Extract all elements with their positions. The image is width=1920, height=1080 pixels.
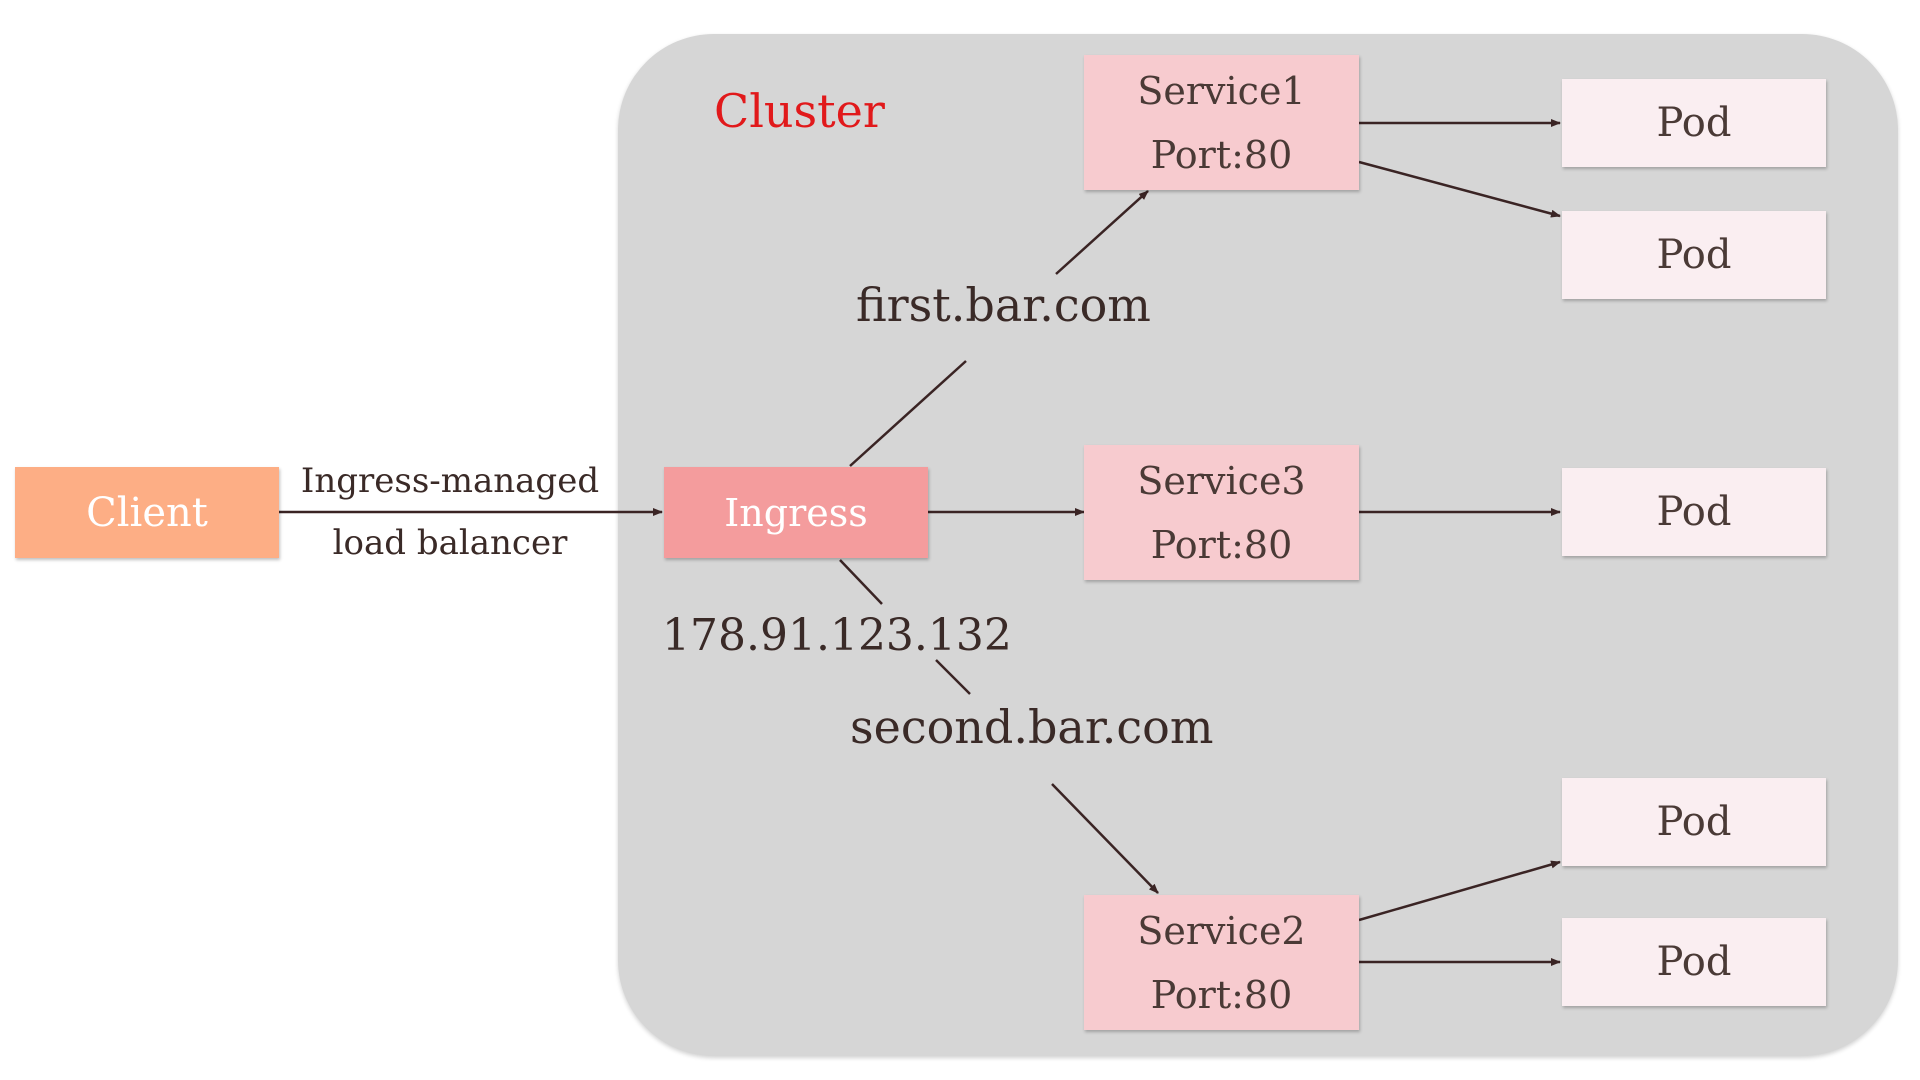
pod-label: Pod <box>1656 232 1732 278</box>
pod-label: Pod <box>1656 799 1732 845</box>
pod-label: Pod <box>1656 489 1732 535</box>
service1-port: Port:80 <box>1150 132 1293 177</box>
host-first-label: first.bar.com <box>856 278 1151 332</box>
load-balancer-label: Ingress-managed load balancer <box>300 450 600 574</box>
host-second-label: second.bar.com <box>850 700 1214 754</box>
pod-node: Pod <box>1562 79 1826 167</box>
cluster-title: Cluster <box>714 84 885 138</box>
edge-service1-pod2 <box>1358 160 1561 218</box>
ingress-node: Ingress <box>664 467 928 558</box>
service2-node: Service2 Port:80 <box>1084 895 1359 1030</box>
ingress-label: Ingress <box>724 490 868 535</box>
service2-port: Port:80 <box>1150 972 1293 1017</box>
client-label: Client <box>86 489 208 536</box>
edge-first-host-service1 <box>1055 190 1149 275</box>
edge-second-host-service2 <box>1051 783 1159 894</box>
edge-ingress-first-host <box>849 360 967 467</box>
service1-node: Service1 Port:80 <box>1084 55 1359 190</box>
pod-label: Pod <box>1656 100 1732 146</box>
edge-ip-second-host <box>935 659 971 695</box>
service2-name: Service2 <box>1137 908 1306 953</box>
pod-node: Pod <box>1562 211 1826 299</box>
pod-node: Pod <box>1562 778 1826 866</box>
ingress-ip-label: 178.91.123.132 <box>662 610 1012 661</box>
service3-name: Service3 <box>1137 458 1306 503</box>
edge-service2-pod4 <box>1358 860 1561 922</box>
service3-port: Port:80 <box>1150 522 1293 567</box>
service1-name: Service1 <box>1137 68 1306 113</box>
edge-ingress-ip <box>839 559 883 605</box>
pod-node: Pod <box>1562 918 1826 1006</box>
load-balancer-line1: Ingress-managed <box>300 461 600 501</box>
service3-node: Service3 Port:80 <box>1084 445 1359 580</box>
client-node: Client <box>15 467 279 558</box>
load-balancer-line2: load balancer <box>332 523 568 563</box>
pod-label: Pod <box>1656 939 1732 985</box>
pod-node: Pod <box>1562 468 1826 556</box>
